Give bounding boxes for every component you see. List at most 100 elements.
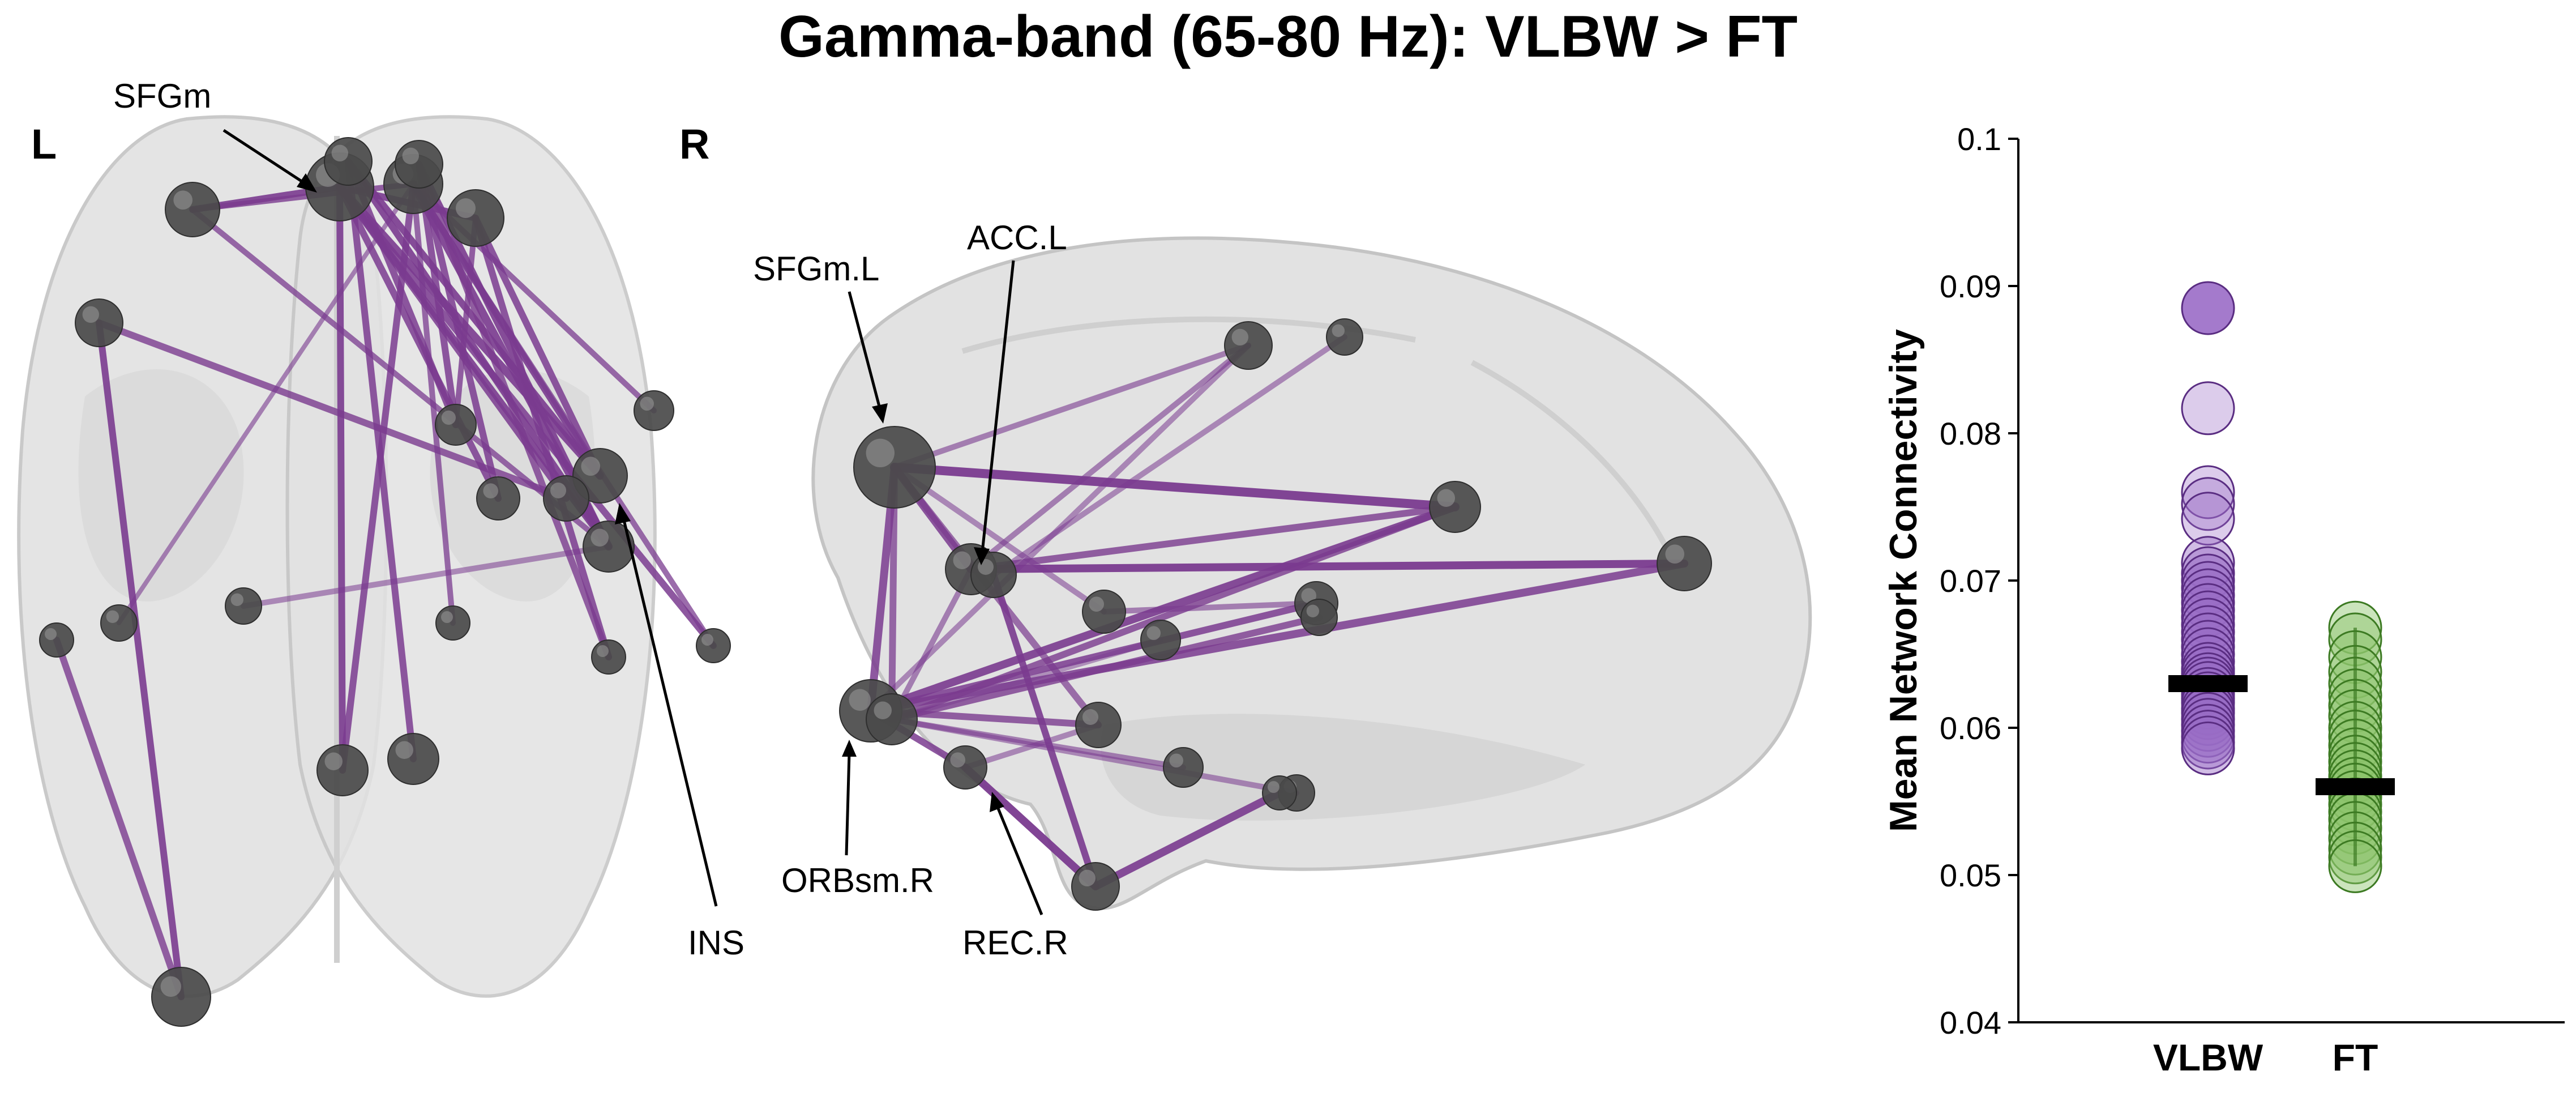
axial-nodes: [39, 137, 731, 1027]
vlbw-data-point: [2181, 381, 2235, 436]
y-axis-label: Mean Network Connectivity: [1882, 329, 1925, 832]
region-node: [866, 693, 918, 745]
region-node-highlight: [874, 701, 892, 719]
region-node: [1071, 862, 1120, 911]
connection-edge: [888, 504, 1458, 723]
region-node: [476, 476, 520, 520]
connection-edge: [961, 763, 1099, 890]
region-node-highlight: [590, 528, 609, 547]
region-node-highlight: [1082, 709, 1098, 725]
region-node: [696, 628, 731, 663]
region-node: [591, 639, 626, 675]
sagittal-brain-panel: R SFGm.L ACC.L ORBsm.R REC.R: [679, 121, 1812, 962]
connection-edge: [190, 207, 611, 549]
region-node: [165, 182, 220, 237]
region-node: [1326, 318, 1363, 356]
region-node: [435, 404, 477, 446]
region-node: [100, 604, 138, 642]
vlbw-data-point: [2181, 492, 2235, 546]
connection-edge: [892, 464, 1107, 615]
region-node-highlight: [1146, 626, 1161, 640]
y-tick-label: 0.05: [1940, 857, 2001, 893]
data-points: [2181, 281, 2382, 893]
rec-r-pointer-arrowhead: [990, 792, 1004, 812]
vlbw-data-point: [2181, 721, 2235, 775]
hemisphere-left-label: L: [31, 121, 57, 168]
region-node: [1082, 590, 1126, 634]
region-node-highlight: [106, 610, 119, 624]
axial-brain-panel: L SFGm INS: [17, 77, 744, 1027]
connection-edge: [190, 181, 416, 212]
acc-l-pointer: [981, 260, 1015, 553]
x-category-label: FT: [2333, 1036, 2378, 1078]
ins-pointer: [621, 515, 718, 907]
connection-edge: [868, 343, 1251, 714]
region-node-highlight: [456, 198, 476, 218]
region-node-highlight: [1437, 489, 1455, 507]
connection-edge: [889, 716, 1299, 796]
ins-pointer-arrowhead: [615, 503, 631, 524]
vlbw-data-point: [2181, 612, 2235, 667]
connection-edge: [472, 215, 604, 479]
region-node-highlight: [331, 144, 348, 161]
region-node: [943, 745, 987, 790]
connection-edge: [962, 722, 1101, 770]
region-node: [75, 298, 123, 347]
connection-edge: [968, 343, 1251, 572]
sfgm-pointer-arrowhead: [297, 173, 317, 193]
region-node-highlight: [45, 628, 57, 640]
region-node: [395, 140, 443, 189]
connection-edge: [339, 181, 417, 774]
vlbw-data-point: [2181, 598, 2235, 652]
rec-r-label: REC.R: [962, 924, 1068, 962]
region-node-highlight: [597, 645, 609, 657]
region-node: [1140, 620, 1181, 660]
mean-bars: [2168, 628, 2395, 867]
sfgm-l-label: SFGm.L: [753, 250, 879, 288]
y-ticks: 0.040.050.060.070.080.090.1: [1940, 121, 2018, 1040]
rec-r-pointer: [995, 804, 1043, 915]
region-node: [225, 587, 262, 625]
x-category-label: VLBW: [2153, 1036, 2263, 1078]
connection-edge: [1101, 600, 1319, 615]
vlbw-data-point: [2181, 477, 2235, 531]
y-tick-label: 0.07: [1940, 563, 2001, 599]
connection-edge: [968, 504, 1458, 573]
ins-label: INS: [688, 924, 744, 962]
vlbw-data-point: [2181, 281, 2235, 335]
acc-l-label: ACC.L: [967, 219, 1067, 257]
y-tick-label: 0.08: [1940, 416, 2001, 451]
connection-edge: [1092, 789, 1283, 890]
sagittal-nodes: [839, 318, 1712, 911]
region-node-highlight: [701, 634, 713, 646]
y-tick-label: 0.1: [1957, 121, 2001, 157]
sfgm-l-pointer: [848, 291, 882, 411]
region-node: [1262, 775, 1297, 810]
connection-edge: [117, 182, 416, 625]
region-node-highlight: [324, 752, 343, 770]
region-node: [447, 189, 504, 247]
region-node-highlight: [640, 396, 654, 411]
region-node: [1657, 536, 1712, 591]
region-node-highlight: [230, 593, 243, 607]
sagittal-sulcus-shading: [1101, 714, 1585, 821]
x-categories: VLBW FT: [2153, 1036, 2378, 1078]
region-node-highlight: [82, 306, 99, 323]
region-node-highlight: [441, 611, 453, 623]
region-node-highlight: [1169, 753, 1183, 767]
connection-edge: [96, 319, 570, 502]
connection-edge: [241, 544, 611, 609]
connection-edge: [890, 463, 1460, 511]
hemisphere-right-label: R: [679, 121, 709, 168]
region-node: [324, 137, 373, 186]
region-node-highlight: [483, 483, 498, 498]
sagittal-sulcus: [1470, 360, 1673, 557]
region-node-highlight: [550, 483, 566, 498]
region-node-highlight: [1268, 781, 1280, 793]
region-node-highlight: [441, 410, 456, 425]
region-node: [1224, 321, 1273, 370]
region-node-highlight: [1231, 328, 1248, 345]
region-node: [853, 426, 936, 509]
region-node-highlight: [849, 689, 871, 711]
